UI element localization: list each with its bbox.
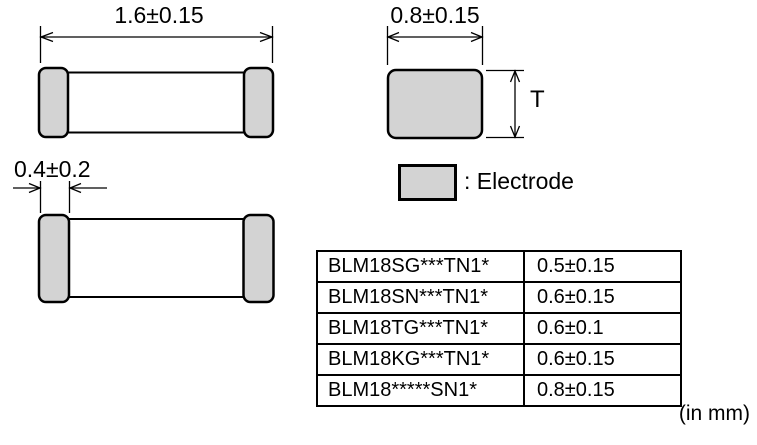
arrowhead-up — [509, 69, 521, 83]
electrode-left — [37, 213, 71, 304]
chip-side-view — [37, 213, 275, 304]
thickness-table: BLM18SG***TN1* 0.5±0.15 BLM18SN***TN1* 0… — [316, 250, 682, 407]
electrode-right — [242, 213, 275, 304]
dim-label-thickness: T — [530, 86, 545, 113]
dim-label-length: 1.6±0.15 — [114, 2, 204, 28]
thickness-cell: 0.8±0.15 — [523, 374, 682, 407]
chip-top-view — [37, 66, 275, 139]
part-number-cell: BLM18KG***TN1* — [316, 343, 525, 376]
electrode-right — [242, 66, 275, 139]
table-row: BLM18SN***TN1* 0.6±0.15 — [316, 281, 682, 314]
dim-label-electrode-width: 0.4±0.2 — [14, 156, 91, 182]
dim-width-arrow — [386, 26, 484, 65]
arrowhead-left — [68, 182, 82, 194]
arrowhead-left — [386, 31, 400, 43]
electrode-legend-label: : Electrode — [464, 168, 574, 194]
arrowhead-right — [28, 182, 42, 194]
part-number-cell: BLM18*****SN1* — [316, 374, 525, 407]
unit-note: (in mm) — [678, 402, 750, 425]
table-row: BLM18*****SN1* 0.8±0.15 — [316, 374, 682, 407]
electrode-left — [37, 66, 70, 139]
part-number-cell: BLM18TG***TN1* — [316, 312, 525, 345]
end-view-electrode-face — [386, 68, 484, 140]
chip-body — [40, 218, 273, 298]
dim-electrode-width-arrow — [13, 181, 107, 213]
table-row: BLM18KG***TN1* 0.6±0.15 — [316, 343, 682, 376]
part-number-cell: BLM18SG***TN1* — [316, 250, 525, 283]
dim-thickness-arrow — [486, 69, 524, 139]
thickness-cell: 0.6±0.15 — [523, 343, 682, 376]
chip-end-view — [386, 68, 484, 140]
arrowhead-right — [259, 31, 274, 43]
arrowhead-left — [39, 31, 54, 43]
thickness-cell: 0.6±0.1 — [523, 312, 682, 345]
thickness-cell: 0.5±0.15 — [523, 250, 682, 283]
table-row: BLM18SG***TN1* 0.5±0.15 — [316, 250, 682, 283]
table-row: BLM18TG***TN1* 0.6±0.1 — [316, 312, 682, 345]
electrode-legend-swatch — [398, 164, 457, 201]
dim-length-arrow — [39, 26, 274, 63]
part-number-cell: BLM18SN***TN1* — [316, 281, 525, 314]
dim-label-width: 0.8±0.15 — [390, 2, 480, 28]
chip-body — [40, 71, 273, 134]
arrowhead-down — [509, 125, 521, 139]
arrowhead-right — [470, 31, 484, 43]
thickness-cell: 0.6±0.15 — [523, 281, 682, 314]
